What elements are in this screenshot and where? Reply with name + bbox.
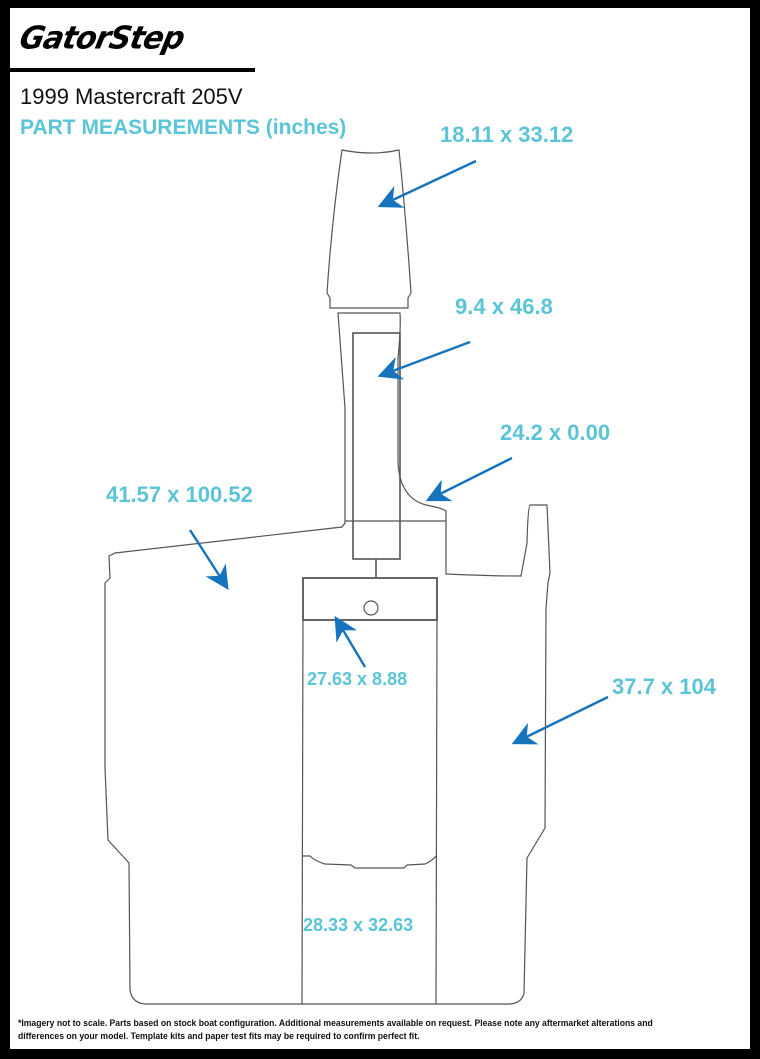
- part-engine-lid-pad: [302, 577, 438, 621]
- part-center-strip: [352, 332, 401, 560]
- label-bow-top: 18.11 x 33.12: [440, 122, 574, 147]
- arrow-bow-top: [377, 159, 477, 208]
- arrow-helm-side: [425, 456, 513, 502]
- part-center-frame: [104, 312, 551, 1005]
- section-subtitle: PART MEASUREMENTS (inches): [20, 116, 347, 139]
- arrow-port-side: [188, 529, 229, 591]
- label-helm-side: 24.2 x 0.00: [500, 420, 611, 445]
- pad-hole: [363, 600, 379, 616]
- measurement-sheet: GatorStep 1999 Mastercraft 205V PART MEA…: [10, 8, 750, 1049]
- arrow-center-strip: [377, 340, 471, 380]
- part-swim-platform-edge: [302, 855, 437, 869]
- arrow-engine-pad: [334, 615, 367, 668]
- label-engine-lid-pad: 27.63 x 8.88: [307, 669, 408, 689]
- label-center-strip: 9.4 x 46.8: [455, 294, 553, 319]
- disclaimer-text: *Imagery not to scale. Parts based on st…: [18, 1017, 653, 1041]
- boat-deck-diagram: [104, 149, 609, 1005]
- part-bow-top: [326, 149, 412, 309]
- logo-divider: [10, 68, 255, 72]
- boat-model-title: 1999 Mastercraft 205V: [20, 84, 243, 109]
- label-starboard-side: 37.7 x 104: [612, 674, 716, 699]
- label-swim-platform: 28.33 x 32.63: [303, 915, 414, 935]
- label-port-side: 41.57 x 100.52: [106, 482, 253, 507]
- arrow-starboard-side: [511, 695, 609, 745]
